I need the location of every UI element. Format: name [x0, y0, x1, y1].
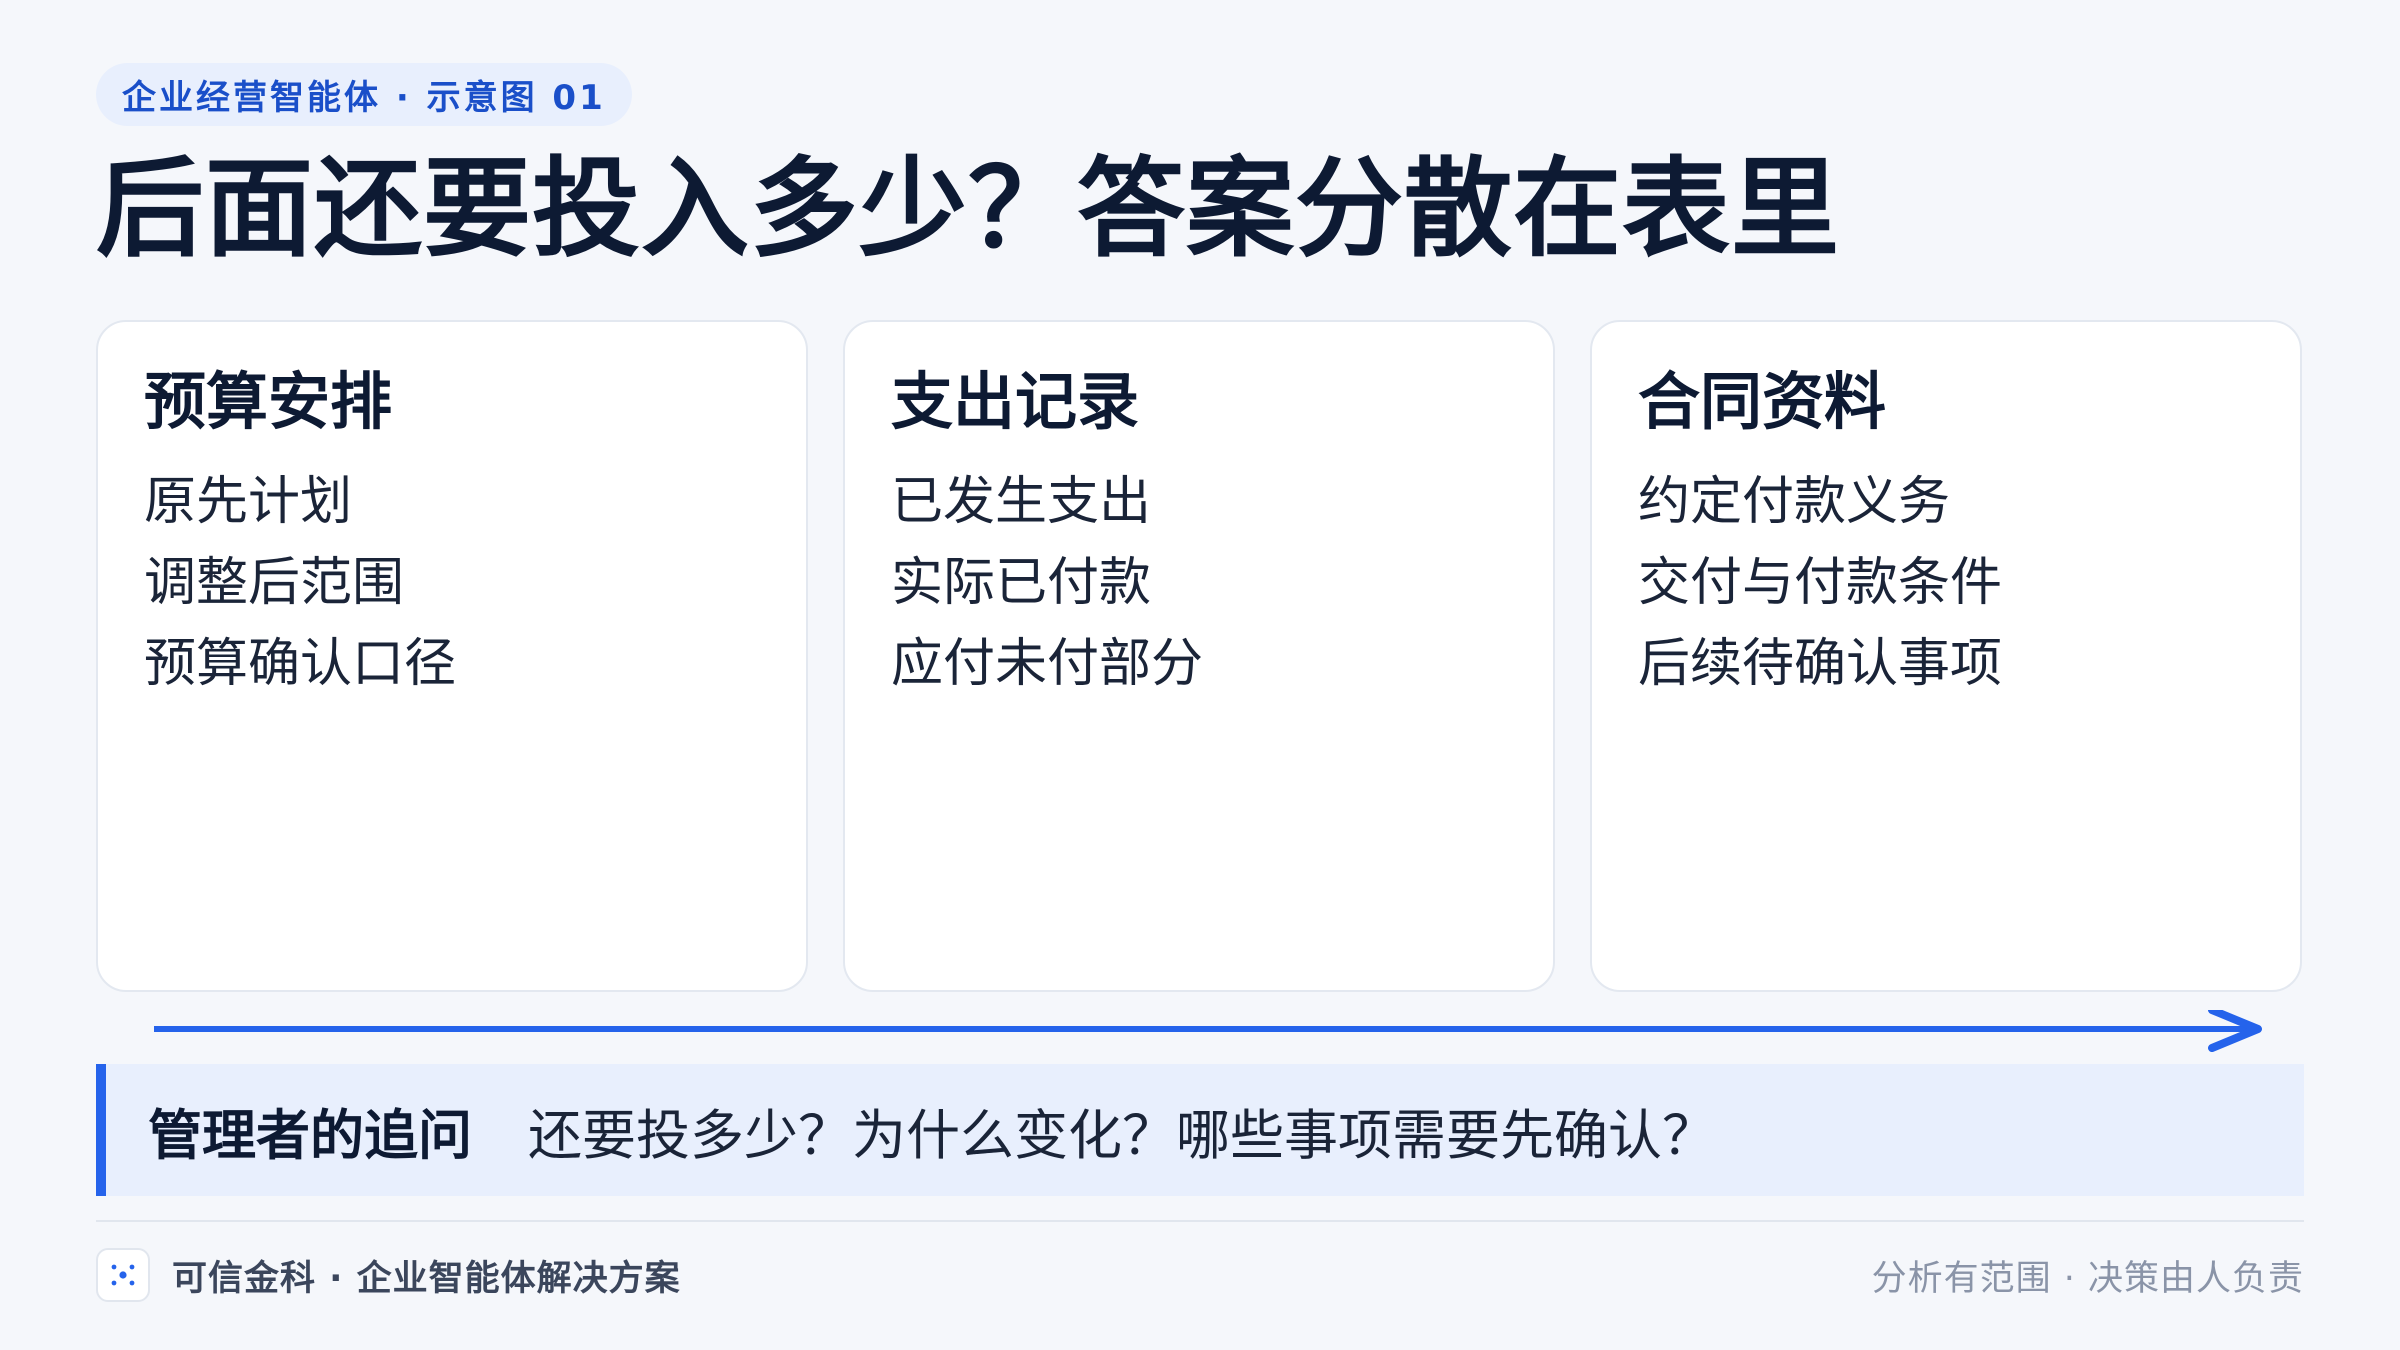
card-list: 已发生支出 实际已付款 应付未付部分 [891, 462, 1203, 705]
list-item: 调整后范围 [144, 553, 405, 613]
page-title: 后面还要投入多少？答案分散在表里 [96, 147, 1841, 272]
callout-text: 还要投多少？为什么变化？哪些事项需要先确认？ [528, 1103, 1716, 1167]
list-item: 已发生支出 [891, 472, 1152, 532]
section-badge: 企业经营智能体 · 示意图 01 [96, 63, 632, 126]
manager-question-callout: 管理者的追问 还要投多少？为什么变化？哪些事项需要先确认？ [96, 1064, 2304, 1196]
card-list: 约定付款义务 交付与付款条件 后续待确认事项 [1638, 462, 2002, 705]
card-title: 支出记录 [891, 365, 1140, 438]
list-item: 原先计划 [144, 472, 353, 532]
card-expense: 支出记录 已发生支出 实际已付款 应付未付部分 [843, 320, 1555, 992]
footer-brand: 可信金科 · 企业智能体解决方案 [96, 1247, 681, 1303]
footer-divider [96, 1220, 2304, 1222]
callout-label: 管理者的追问 [148, 1103, 472, 1167]
list-item: 实际已付款 [891, 553, 1152, 613]
flow-arrow [151, 1006, 2264, 1060]
card-contract: 合同资料 约定付款义务 交付与付款条件 后续待确认事项 [1590, 320, 2302, 992]
list-item: 后续待确认事项 [1638, 634, 2003, 694]
card-title: 预算安排 [144, 365, 393, 438]
card-title: 合同资料 [1638, 365, 1887, 438]
list-item: 约定付款义务 [1638, 472, 1951, 532]
list-item: 预算确认口径 [144, 634, 457, 694]
footer-tagline: 分析有范围 · 决策由人负责 [1871, 1258, 2304, 1299]
list-item: 应付未付部分 [891, 634, 1204, 694]
list-item: 交付与付款条件 [1638, 553, 2003, 613]
card-list: 原先计划 调整后范围 预算确认口径 [144, 462, 456, 705]
arrow-right-icon [151, 1006, 2262, 1052]
brand-text: 可信金科 · 企业智能体解决方案 [172, 1258, 681, 1299]
dots-logo-icon [96, 1248, 150, 1302]
card-budget: 预算安排 原先计划 调整后范围 预算确认口径 [96, 320, 808, 992]
